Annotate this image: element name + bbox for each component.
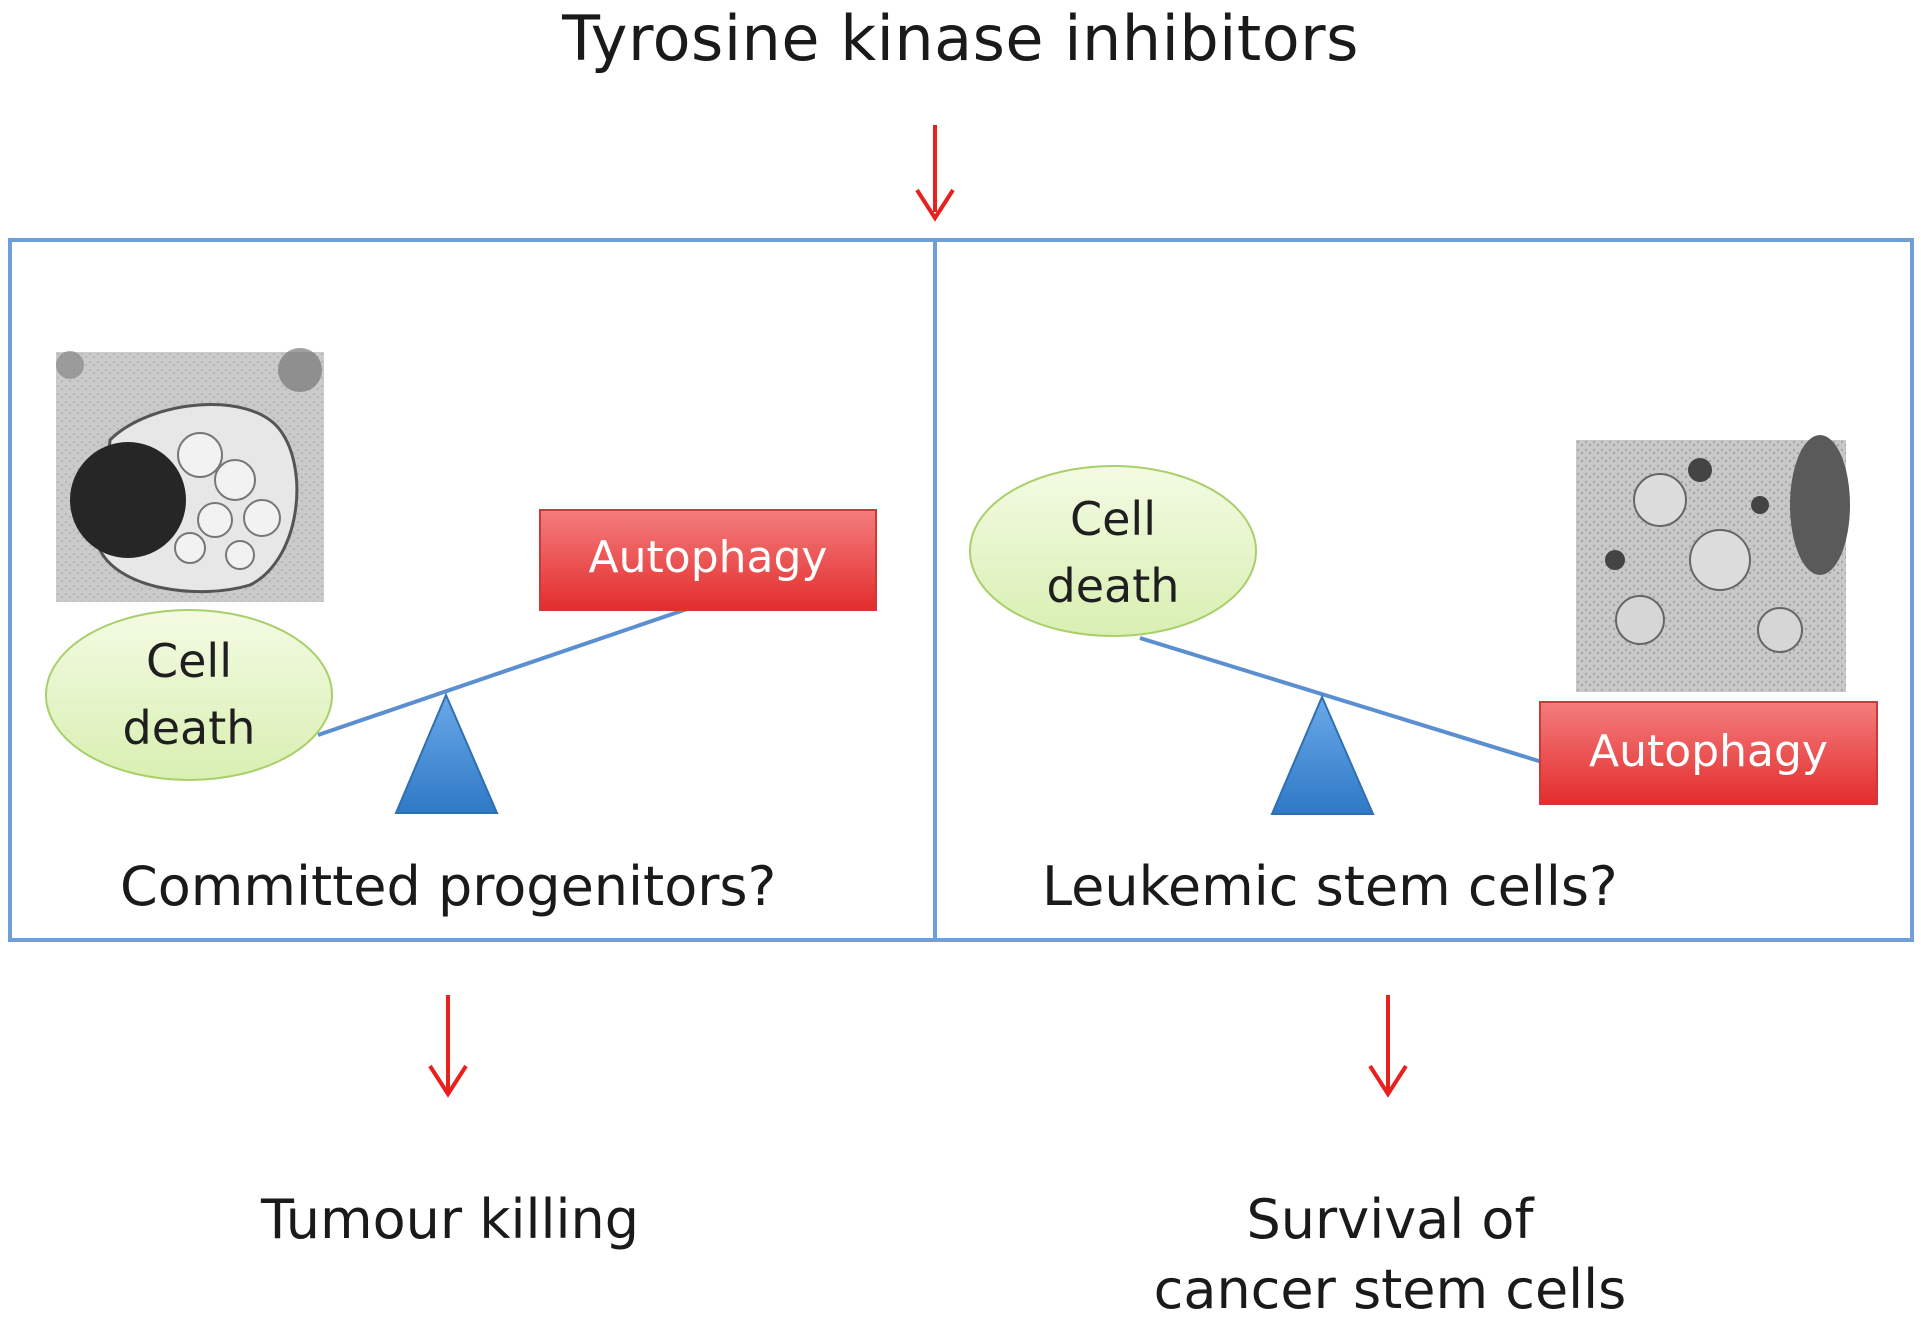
right-autophagy-box [1539, 701, 1878, 805]
left-outcome: Tumour killing [260, 1188, 640, 1251]
right-ellipse-label: Cell death [970, 486, 1256, 620]
left-ellipse-line2: death [122, 701, 256, 755]
left-fulcrum [394, 692, 499, 814]
right-micrograph [1576, 435, 1850, 692]
left-cell-death-ellipse [45, 609, 333, 781]
right-bottom-arrow [1368, 995, 1408, 1098]
right-balance [1139, 636, 1543, 815]
left-micrograph [56, 348, 324, 602]
left-panel-label: Committed progenitors? [120, 855, 777, 918]
diagram-title: Tyrosine kinase inhibitors [562, 2, 1359, 75]
top-arrow [915, 125, 955, 222]
left-ellipse-line1: Cell [146, 634, 232, 688]
right-outcome-line2: cancer stem cells [1153, 1258, 1627, 1321]
panel-frame [8, 238, 1914, 942]
right-fulcrum [1270, 694, 1375, 815]
left-box-label: Autophagy [588, 532, 828, 583]
right-outcome-line1: Survival of [1246, 1188, 1534, 1251]
right-lever [1139, 636, 1543, 764]
left-autophagy-box [539, 509, 877, 611]
right-ellipse-line2: death [1046, 559, 1180, 613]
right-outcome: Survival of cancer stem cells [1090, 1185, 1690, 1325]
right-ellipse-line1: Cell [1070, 492, 1156, 546]
right-cell-death-ellipse [969, 465, 1257, 637]
left-balance [317, 606, 691, 814]
right-box-label: Autophagy [1589, 726, 1828, 777]
left-bottom-arrow [428, 995, 468, 1098]
left-lever [317, 606, 691, 737]
right-panel-label: Leukemic stem cells? [1042, 855, 1618, 918]
left-ellipse-label: Cell death [46, 628, 332, 762]
